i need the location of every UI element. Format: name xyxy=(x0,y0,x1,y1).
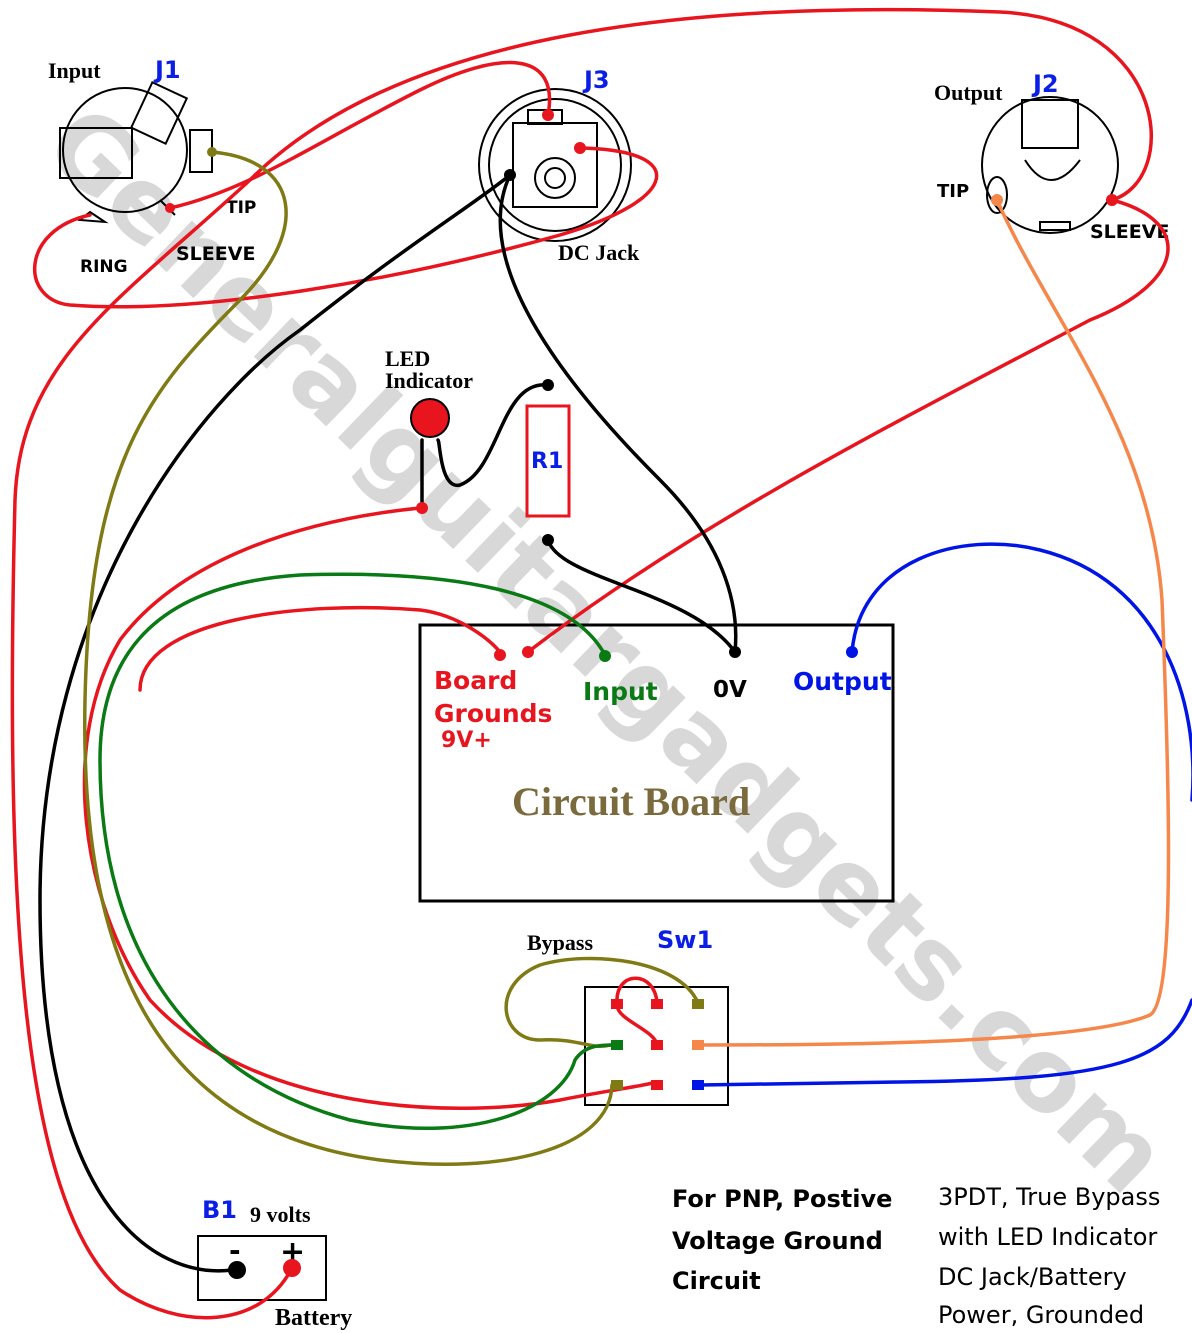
j3-ref: J3 xyxy=(582,66,610,94)
wire-green-input xyxy=(98,572,617,1131)
pnp-note-line3: Circuit xyxy=(672,1267,761,1295)
led-indicator xyxy=(410,398,450,438)
wire-olive-bypass xyxy=(504,956,700,1048)
pnp-note-line1: For PNP, Postive xyxy=(672,1185,892,1213)
battery-volts: 9 volts xyxy=(250,1202,311,1227)
desc-note-line1: 3PDT, True Bypass xyxy=(938,1183,1160,1211)
desc-note-line2: with LED Indicator xyxy=(938,1223,1157,1251)
j2-tip-label: TIP xyxy=(937,181,969,202)
desc-note-line3: DC Jack/Battery xyxy=(938,1263,1127,1291)
circuit-board-title: Circuit Board xyxy=(512,779,750,824)
j2-sleeve-label: SLEEVE xyxy=(1090,221,1169,243)
wire-red-j1-ring-j3 xyxy=(33,146,659,309)
connection-points xyxy=(165,109,1118,1279)
wire-black-dc-0v xyxy=(498,173,738,654)
j1-name: Input xyxy=(48,58,101,83)
dc-jack-j3 xyxy=(478,88,632,242)
j1-sleeve-label: SLEEVE xyxy=(176,243,255,265)
wire-red-switch-top xyxy=(615,976,659,1047)
battery-minus: - xyxy=(229,1234,241,1267)
board-output-label: Output xyxy=(793,667,892,696)
led-label-line1: LED xyxy=(385,346,430,371)
wire-olive-j1-tip xyxy=(83,150,614,1166)
led-label-line2: Indicator xyxy=(385,368,473,393)
wire-black-battery-dc xyxy=(38,173,512,1273)
j2-name: Output xyxy=(934,80,1003,105)
0v-label: 0V xyxy=(713,677,747,703)
j3-name: DC Jack xyxy=(558,240,640,265)
pnp-note-line2: Voltage Ground xyxy=(672,1227,883,1255)
wire-red-led-9v xyxy=(82,506,657,1110)
desc-note-line4: Power, Grounded xyxy=(938,1301,1144,1329)
switch-label: Bypass xyxy=(527,930,593,955)
battery-name: Battery xyxy=(275,1305,352,1331)
board-input-label: Input xyxy=(583,677,658,706)
switch-lugs xyxy=(611,999,704,1090)
j1-ref: J1 xyxy=(153,56,181,84)
battery-ref: B1 xyxy=(202,1196,237,1224)
wire-red-outer xyxy=(10,7,1153,1320)
switch-ref: Sw1 xyxy=(657,926,713,954)
wire-black-r1-led xyxy=(436,383,550,487)
j1-tip-label: TIP xyxy=(226,198,256,218)
resistor-r1 xyxy=(525,404,571,518)
wire-red-j1-sleeve-dc xyxy=(168,60,552,210)
9v-label: 9V+ xyxy=(441,728,492,753)
circuit-board xyxy=(418,623,895,903)
wires xyxy=(10,7,1192,1320)
j1-ring-label: RING xyxy=(80,257,128,277)
j2-ref: J2 xyxy=(1031,70,1059,98)
wire-black-r1-0v xyxy=(546,538,737,654)
r1-ref: R1 xyxy=(531,449,563,474)
wire-red-9v-board xyxy=(138,605,502,692)
wire-blue-output xyxy=(698,542,1192,1087)
wire-red-j2-board xyxy=(526,198,1170,654)
wire-orange-j2-tip xyxy=(698,198,1171,1047)
output-jack-j2 xyxy=(981,96,1119,234)
grounds-label: Grounds xyxy=(434,699,552,728)
board-label: Board xyxy=(434,666,517,695)
battery-b1 xyxy=(197,1235,327,1301)
